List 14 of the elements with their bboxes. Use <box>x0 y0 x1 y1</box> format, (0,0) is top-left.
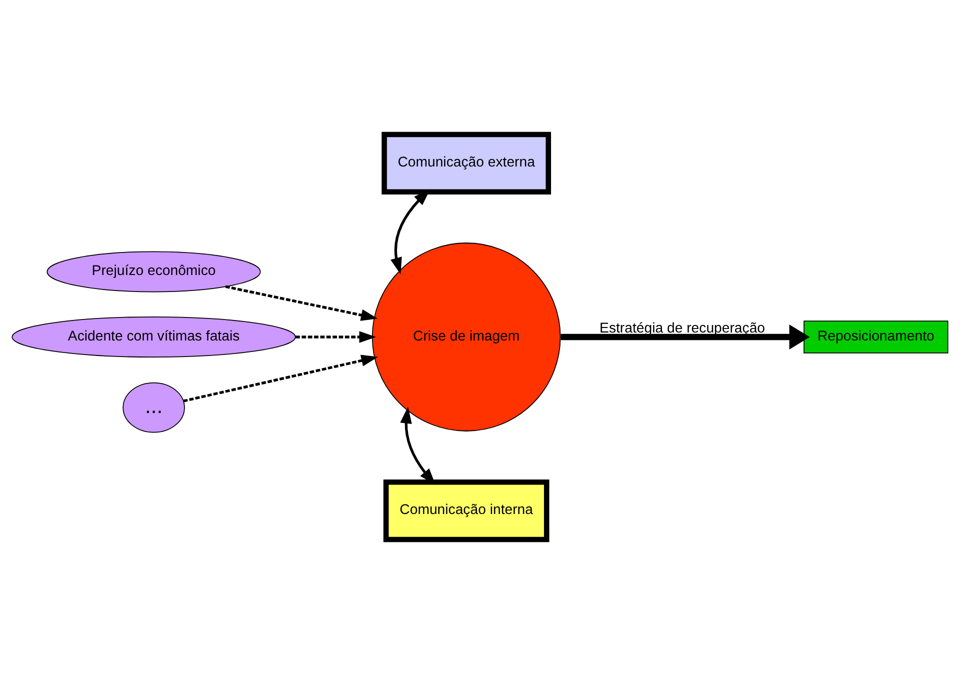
node-box: Comunicação externa <box>382 131 552 194</box>
arrow <box>560 324 810 350</box>
arrow <box>183 354 378 402</box>
node-ellipse: ... <box>122 382 185 432</box>
node-box: Comunicação interna <box>383 478 550 542</box>
node-ellipse: Prejuízo econômico <box>46 250 261 292</box>
edge-label: Estratégia de recuperação <box>600 318 766 335</box>
arrow <box>296 330 376 342</box>
node-circle: Crise de imagem <box>372 242 561 431</box>
node-box: Reposicionamento <box>804 320 948 353</box>
arrow <box>400 406 436 484</box>
node-ellipse: Acidente com vítimas fatais <box>12 316 296 358</box>
arrow <box>225 284 378 320</box>
arrow <box>390 188 430 274</box>
